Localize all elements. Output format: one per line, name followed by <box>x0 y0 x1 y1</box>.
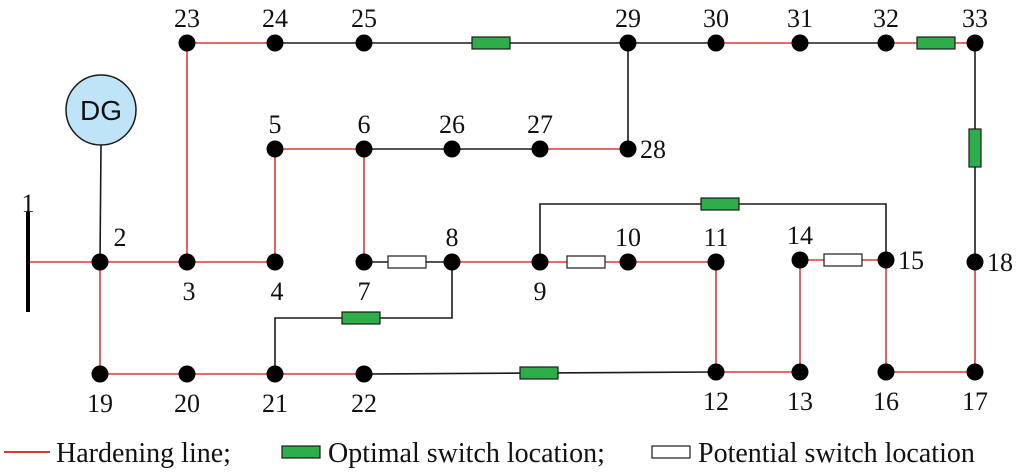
node-label-10: 10 <box>615 223 641 252</box>
node-10 <box>619 253 637 271</box>
potential-switch-7-8 <box>387 255 427 269</box>
node-3 <box>178 253 196 271</box>
node-9 <box>531 253 549 271</box>
node-17 <box>966 363 984 381</box>
node-23 <box>178 34 196 52</box>
node-label-24: 24 <box>262 4 288 33</box>
node-20 <box>178 365 196 383</box>
node-label-9: 9 <box>534 277 547 306</box>
node-14 <box>791 251 809 269</box>
node-label-1: 1 <box>22 189 35 218</box>
legend-hardening-label: Hardening line; <box>56 438 231 469</box>
node-5 <box>266 140 284 158</box>
node-32 <box>877 34 895 52</box>
node-29 <box>619 34 637 52</box>
node-19 <box>91 365 109 383</box>
potential-switch-9-10 <box>566 255 606 269</box>
node-label-6: 6 <box>358 110 371 139</box>
node-label-23: 23 <box>174 4 200 33</box>
node-label-12: 12 <box>703 387 729 416</box>
node-label-3: 3 <box>183 277 196 306</box>
node-4 <box>266 253 284 271</box>
node-label-25: 25 <box>351 4 377 33</box>
node-label-29: 29 <box>615 4 641 33</box>
node-label-26: 26 <box>439 110 465 139</box>
node-13 <box>791 363 809 381</box>
optimal-switch-32-33 <box>916 36 956 50</box>
node-16 <box>877 363 895 381</box>
node-22 <box>355 365 373 383</box>
node-12 <box>707 363 725 381</box>
node-label-27: 27 <box>527 110 553 139</box>
switch-layer <box>341 36 982 380</box>
optimal-switch-25-29 <box>471 36 511 50</box>
optimal-switch-21-8 <box>341 311 381 325</box>
dg-circle <box>65 74 137 146</box>
node-label-11: 11 <box>703 223 728 252</box>
node-label-4: 4 <box>271 277 284 306</box>
node-27 <box>531 140 549 158</box>
potential-switch-14-15 <box>823 253 863 267</box>
node-label-8: 8 <box>446 223 459 252</box>
legend-optimal-label: Optimal switch location; <box>328 438 605 469</box>
node-15 <box>877 251 895 269</box>
legend-potential-label: Potential switch location <box>698 438 975 469</box>
optimal-switch-9-15 <box>700 197 740 211</box>
node-label-33: 33 <box>962 4 988 33</box>
optimal-switch-22-12 <box>519 366 559 380</box>
node-label-2: 2 <box>114 223 127 252</box>
node-30 <box>707 34 725 52</box>
node-label-28: 28 <box>640 135 666 164</box>
node-18 <box>966 253 984 271</box>
node-layer <box>26 34 984 383</box>
node-7 <box>355 253 373 271</box>
node-label-32: 32 <box>873 4 899 33</box>
node-26 <box>443 140 461 158</box>
node-2 <box>91 253 109 271</box>
node-6 <box>355 140 373 158</box>
optimal-switch-18-33 <box>968 128 982 168</box>
node-33 <box>966 34 984 52</box>
node-label-30: 30 <box>703 4 729 33</box>
node-8 <box>443 253 461 271</box>
node-label-17: 17 <box>962 387 988 416</box>
dg-label: DG <box>80 95 122 126</box>
node-label-20: 20 <box>174 389 200 418</box>
node-label-16: 16 <box>873 387 899 416</box>
node-label-21: 21 <box>262 389 288 418</box>
node-label-14: 14 <box>787 221 813 250</box>
node-31 <box>791 34 809 52</box>
node-11 <box>707 253 725 271</box>
node-label-13: 13 <box>787 387 813 416</box>
dg-generator: DG <box>65 74 137 146</box>
legend-optimal-switch-swatch <box>281 445 321 459</box>
lines-layer <box>28 42 976 375</box>
node-28 <box>619 140 637 158</box>
node-label-15: 15 <box>898 246 924 275</box>
node-label-31: 31 <box>787 4 813 33</box>
node-label-19: 19 <box>87 389 113 418</box>
node-24 <box>266 34 284 52</box>
line-2-DG <box>99 144 102 263</box>
node-label-22: 22 <box>351 389 377 418</box>
legend-potential-switch-swatch <box>651 445 691 459</box>
node-21 <box>266 365 284 383</box>
node-label-5: 5 <box>269 110 282 139</box>
node-label-18: 18 <box>987 248 1013 277</box>
node-25 <box>355 34 373 52</box>
legend: Hardening line; Optimal switch location;… <box>4 438 975 469</box>
node-label-7: 7 <box>358 277 371 306</box>
